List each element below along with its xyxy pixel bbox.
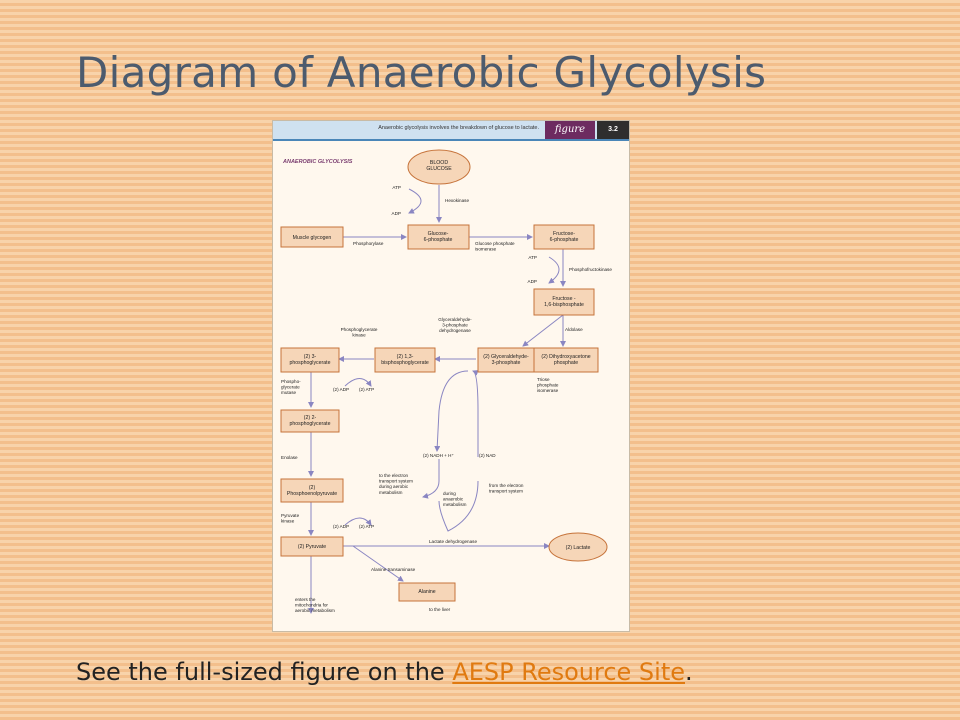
node-alanine: Alanine — [398, 582, 456, 602]
adp-label-3: (2) ADP — [333, 387, 349, 392]
aldolase-label: Aldolase — [565, 327, 583, 332]
node-phosphoenolpyruvate: (2)Phosphoenolpyruvate — [280, 478, 344, 503]
figure-section-title: ANAEROBIC GLYCOLYSIS — [283, 159, 353, 165]
node-fructose-6-phosphate: Fructose-6-phosphate — [533, 224, 595, 250]
nadh-label: (2) NADH + H⁺ — [423, 453, 454, 458]
alanine-transaminase-label: Alanine transaminase — [371, 567, 416, 572]
lactate-dehydrogenase-label: Lactate dehydrogenase — [429, 539, 477, 544]
g3p-text: (2) Glyceraldehyde-3-phosphate — [483, 354, 529, 366]
alanine-text: Alanine — [418, 589, 435, 595]
node-2-phosphoglycerate: (2) 2-phosphoglycerate — [280, 409, 340, 433]
fructose-16-bisphosphate-text: Fructose -1,6-bisphosphate — [544, 296, 584, 308]
phosphorylase-label: Phosphorylase — [353, 241, 384, 246]
atp-label-2: ATP — [528, 255, 537, 260]
figure-number-badge: 3.2 — [597, 121, 629, 139]
node-glyceraldehyde-3-phosphate: (2) Glyceraldehyde-3-phosphate — [477, 347, 535, 373]
atp-label-1: ATP — [392, 185, 401, 190]
slide-title: Diagram of Anaerobic Glycolysis — [76, 48, 767, 97]
node-glucose-6-phosphate: Glucose-6-phosphate — [407, 224, 470, 250]
aesp-resource-site-link[interactable]: AESP Resource Site — [452, 658, 685, 686]
muscle-glycogen-text: Muscle glycogen — [293, 235, 332, 241]
hexokinase-label: Hexokinase — [445, 198, 469, 203]
glucose-6-phosphate-text: Glucose-6-phosphate — [424, 231, 453, 243]
footer-text: See the full-sized figure on the — [76, 658, 453, 686]
figure-caption: Anaerobic glycolysis involves the breakd… — [378, 125, 539, 131]
node-pyruvate: (2) Pyruvate — [280, 536, 344, 557]
figure-header: Anaerobic glycolysis involves the breakd… — [273, 121, 629, 141]
nad-label: (2) NAD — [479, 453, 496, 458]
figure-panel: Anaerobic glycolysis involves the breakd… — [272, 120, 630, 632]
enolase-label: Enolase — [281, 455, 298, 460]
node-3-phosphoglycerate: (2) 3-phosphoglycerate — [280, 347, 340, 373]
phosphofructokinase-label: Phosphofructokinase — [569, 267, 612, 272]
adp-label-2: ADP — [528, 279, 537, 284]
pg3-text: (2) 3-phosphoglycerate — [290, 354, 331, 366]
pyruvate-text: (2) Pyruvate — [298, 544, 326, 550]
pathway-labels: ATP ADP Hexokinase Phosphorylase Glucose… — [281, 185, 612, 613]
node-fructose-16-bisphosphate: Fructose -1,6-bisphosphate — [533, 288, 595, 316]
pep-text: (2)Phosphoenolpyruvate — [287, 485, 337, 497]
fructose-6-phosphate-text: Fructose-6-phosphate — [550, 231, 579, 243]
adp-label-1: ADP — [392, 211, 401, 216]
flow-arrows — [308, 185, 566, 614]
atp-label-3: (2) ATP — [359, 387, 374, 392]
atp-label-4: (2) ATP — [359, 524, 374, 529]
node-lactate: (2) Lactate — [548, 532, 608, 562]
bpg13-text: (2) 1,3-bisphosphoglycerate — [381, 354, 429, 366]
adp-label-4: (2) ADP — [333, 524, 349, 529]
lactate-text: (2) Lactate — [566, 545, 591, 551]
node-13-bisphosphoglycerate: (2) 1,3-bisphosphoglycerate — [374, 347, 436, 373]
node-muscle-glycogen: Muscle glycogen — [280, 226, 344, 248]
figure-word-badge: figure — [545, 121, 595, 139]
pg2-text: (2) 2-phosphoglycerate — [290, 415, 331, 427]
footer-sentence: See the full-sized figure on the AESP Re… — [76, 658, 693, 686]
to-the-liver-label: to the liver — [429, 607, 451, 612]
footer-period: . — [685, 658, 693, 686]
